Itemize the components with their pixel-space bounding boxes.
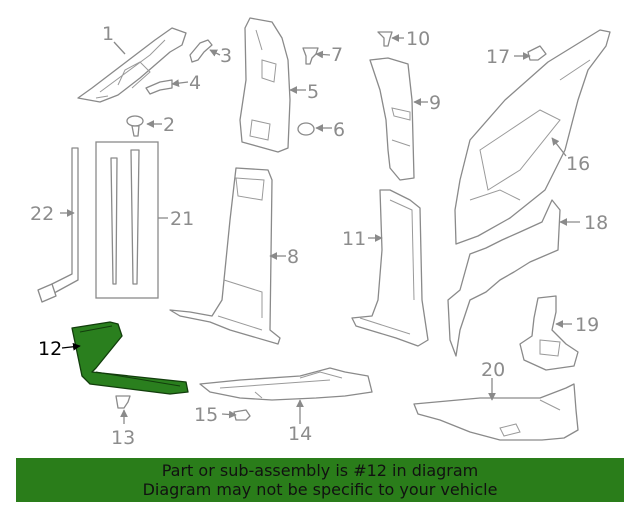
part-21-rod-kit — [95, 141, 159, 299]
callout-19: 19 — [575, 314, 599, 336]
callout-labels: 1 2 3 4 5 6 7 8 9 10 11 12 13 14 15 16 1… — [30, 23, 608, 449]
part-11-lower-c-pillar — [351, 189, 429, 347]
part-3-clip — [189, 39, 213, 63]
part-18-insulation — [447, 199, 561, 357]
callout-6: 6 — [333, 119, 345, 141]
part-2-push-pin — [126, 115, 144, 137]
callout-1: 1 — [102, 23, 114, 45]
parts-diagram: 1 2 3 4 5 6 7 8 9 10 11 12 13 14 15 16 1… — [30, 17, 611, 449]
banner-line-2: Diagram may not be specific to your vehi… — [142, 480, 498, 499]
callout-9: 9 — [429, 92, 441, 114]
callout-18: 18 — [584, 212, 608, 234]
leader-lines — [60, 34, 580, 424]
part-12-highlighted-trim — [71, 321, 189, 395]
callout-21: 21 — [170, 208, 194, 230]
part-7-clip — [302, 47, 319, 65]
part-1-a-pillar-trim — [77, 27, 187, 103]
callout-10: 10 — [406, 28, 430, 50]
callout-15: 15 — [194, 404, 218, 426]
callout-7: 7 — [331, 44, 343, 66]
part-22-lug-wrench — [37, 147, 79, 303]
part-13-clip — [115, 395, 131, 409]
part-6-fastener — [297, 122, 315, 136]
part-14-sill-plate — [199, 367, 373, 401]
info-banner: Part or sub-assembly is #12 in diagram D… — [16, 458, 624, 502]
callout-3: 3 — [220, 45, 232, 67]
callout-20: 20 — [481, 359, 505, 381]
callout-12: 12 — [38, 338, 62, 360]
callout-16: 16 — [566, 153, 590, 175]
callout-17: 17 — [486, 46, 510, 68]
callout-8: 8 — [287, 246, 299, 268]
part-10-clip — [377, 31, 393, 47]
part-4-clip — [145, 79, 173, 95]
callout-5: 5 — [307, 81, 319, 103]
part-15-clip — [233, 409, 251, 421]
part-19-jack — [519, 295, 579, 371]
part-20-floor-cover — [413, 383, 579, 441]
part-17-clip — [527, 45, 547, 61]
callout-13: 13 — [111, 427, 135, 449]
callout-4: 4 — [189, 72, 201, 94]
callout-11: 11 — [342, 228, 366, 250]
callout-22: 22 — [30, 203, 54, 225]
callout-2: 2 — [163, 114, 175, 136]
callout-14: 14 — [288, 423, 312, 445]
part-9-upper-c-pillar — [369, 57, 415, 181]
part-5-upper-b-pillar — [239, 17, 291, 153]
banner-line-1: Part or sub-assembly is #12 in diagram — [161, 461, 479, 480]
part-8-lower-b-pillar — [169, 167, 281, 345]
part-16-quarter-trim — [454, 29, 611, 245]
